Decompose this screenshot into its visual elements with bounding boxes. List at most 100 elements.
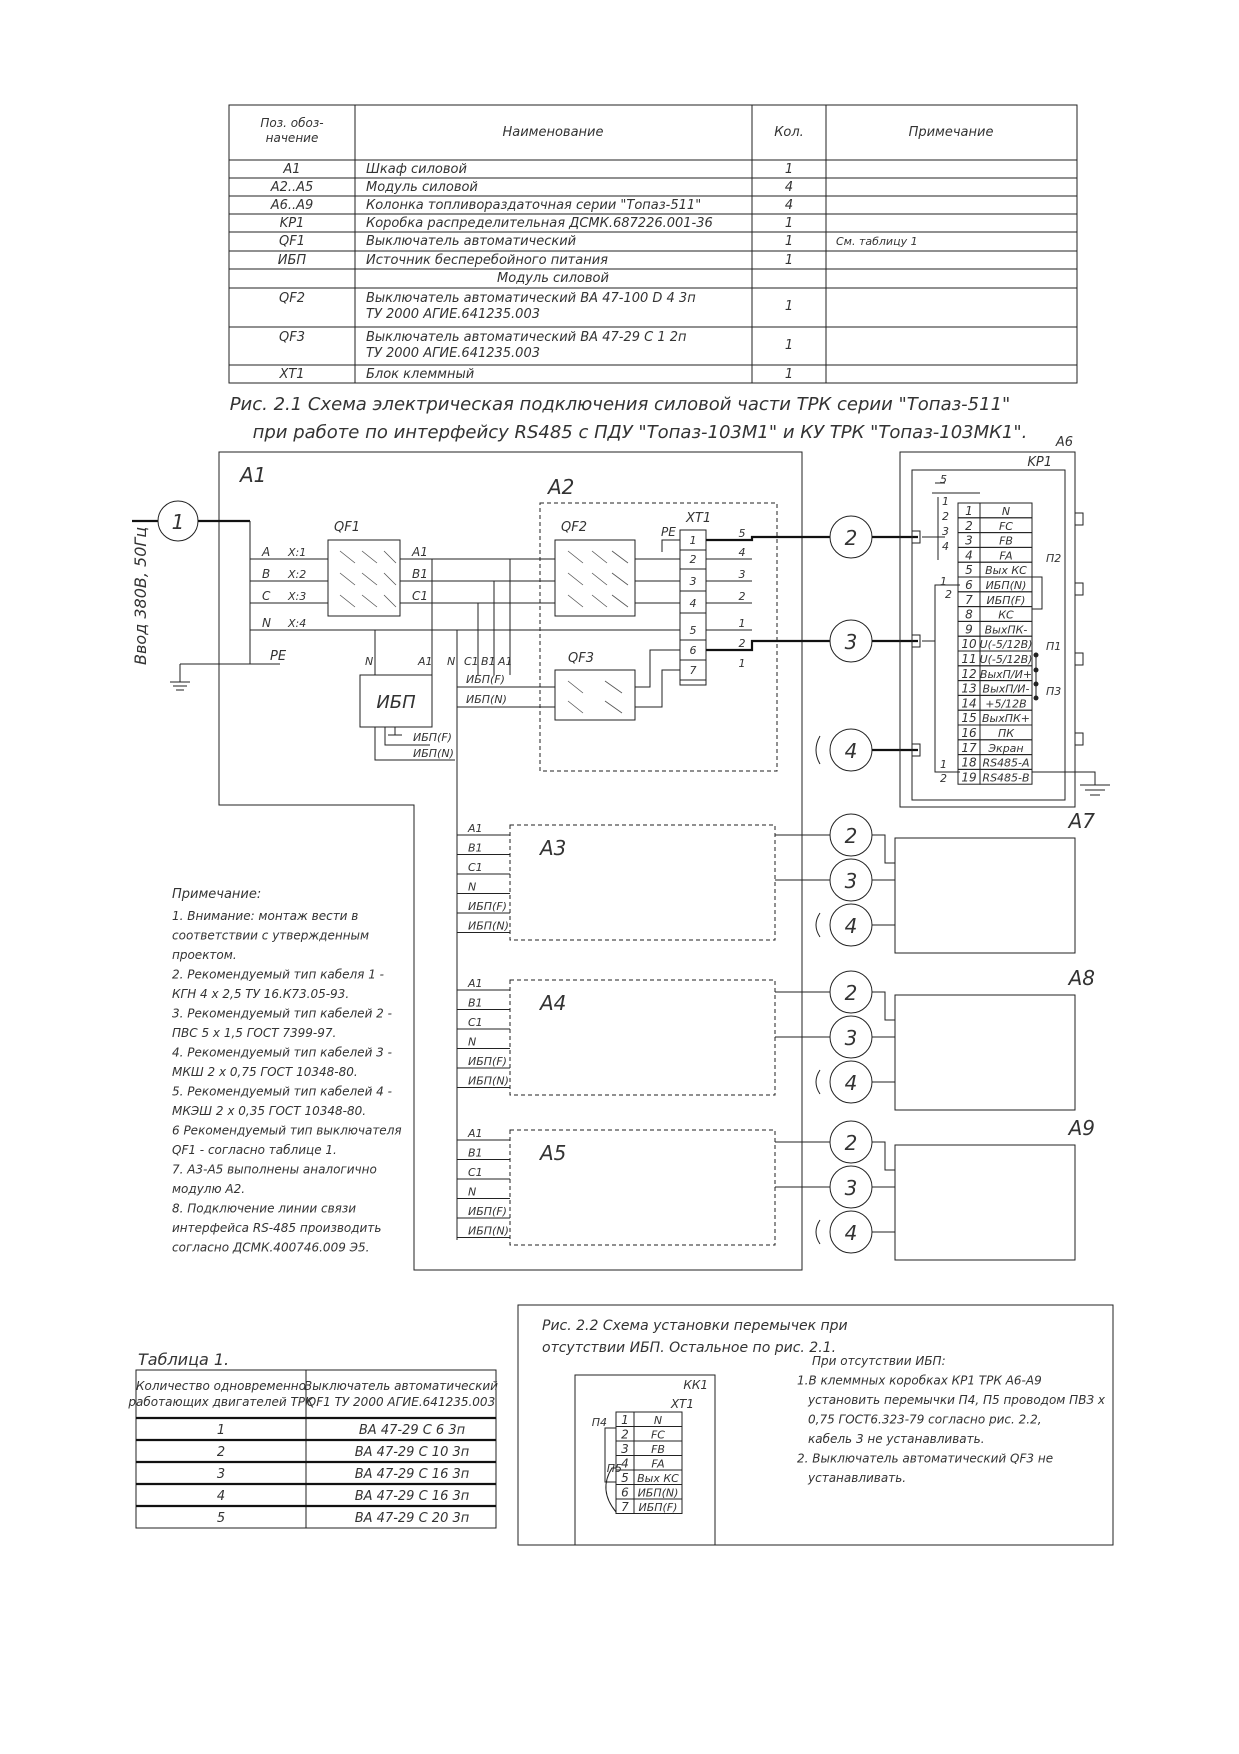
jumper-p3: П3 bbox=[1046, 685, 1061, 698]
kp1-left-5: 5 bbox=[940, 473, 947, 486]
spec-row-name2: ТУ 2000 АГИЕ.641235.003 bbox=[366, 346, 540, 361]
kp1-left-c2: 2 bbox=[940, 772, 947, 785]
kp1-row-signal: ВыхПК- bbox=[985, 623, 1028, 636]
spec-row-note: См. таблицу 1 bbox=[836, 235, 918, 248]
module-input-label: C1 bbox=[468, 1166, 483, 1179]
spec-row-qty: 4 bbox=[785, 180, 793, 195]
module-input-label: B1 bbox=[468, 1147, 483, 1160]
table1-h2-l1: Выключатель автоматический bbox=[304, 1379, 498, 1393]
kp1-row-signal: ИБП(N) bbox=[986, 579, 1027, 592]
kp1-row-num: 11 bbox=[961, 652, 976, 666]
spec-row-pos: QF2 bbox=[279, 291, 305, 306]
cable-marker-label: 2 bbox=[845, 1131, 858, 1155]
fig1-caption-line1: Рис. 2.1 Схема электрическая подключения… bbox=[230, 394, 1011, 415]
kp1-left-2: 2 bbox=[942, 510, 949, 523]
kp1-left-c1: 1 bbox=[940, 758, 947, 771]
note-line: КГН 4 x 2,5 ТУ 16.К73.05-93. bbox=[172, 987, 349, 1001]
ups-out-f: ИБП(F) bbox=[413, 731, 452, 744]
cable-marker-label: 4 bbox=[845, 914, 858, 938]
column-label: A9 bbox=[1067, 1116, 1095, 1140]
spec-row-qty: 1 bbox=[785, 234, 793, 249]
spec-row-qty: 4 bbox=[785, 198, 793, 213]
spec-row-qty: 1 bbox=[785, 338, 793, 353]
note-line: 4. Рекомендуемый тип кабелей 3 - bbox=[172, 1046, 392, 1060]
note-line: 1. Внимание: монтаж вести в bbox=[172, 909, 358, 923]
xt1-block bbox=[679, 529, 707, 686]
kp1-row-signal: ВыхПК+ bbox=[982, 712, 1030, 725]
kp1-row-signal: Вых КС bbox=[985, 564, 1027, 577]
note-line: модулю А2. bbox=[172, 1182, 245, 1196]
table1-h1-l1: Количество одновременно bbox=[136, 1379, 306, 1393]
kp1-row-num: 16 bbox=[961, 726, 977, 740]
fig2-caption-1: Рис. 2.2 Схема установки перемычек при bbox=[542, 1318, 848, 1334]
xt1-terminal: 7 bbox=[690, 664, 697, 677]
cable-1-label: 1 bbox=[172, 510, 185, 534]
spec-row-name: Колонка топливораздаточная серии "Топаз-… bbox=[366, 198, 701, 213]
mod-b1-label: B1 bbox=[481, 655, 496, 668]
spec-header-note: Примечание bbox=[909, 125, 994, 140]
phase-c: C bbox=[262, 589, 271, 603]
kp1-row-num: 3 bbox=[965, 534, 973, 548]
spec-header-pos-1: Поз. обоз- bbox=[260, 116, 323, 130]
cable-marker-label: 3 bbox=[845, 1176, 858, 1200]
a1-cabinet bbox=[218, 451, 803, 1271]
xt1-out-num: 1 bbox=[739, 617, 746, 630]
fig2-caption-2: отсутствии ИБП. Остальное по рис. 2.1. bbox=[542, 1340, 836, 1356]
fig2-row-signal: FA bbox=[651, 1458, 664, 1471]
cable-marker bbox=[829, 858, 873, 902]
kp1-left-b2: 2 bbox=[945, 588, 952, 601]
kp1-left-3: 3 bbox=[942, 525, 949, 538]
fig2-row-signal: ИБП(F) bbox=[639, 1501, 678, 1514]
ups-out-n: ИБП(N) bbox=[413, 747, 454, 760]
module-input-label: B1 bbox=[468, 997, 483, 1010]
kp1-row-num: 13 bbox=[961, 682, 976, 696]
jumper-p1: П1 bbox=[1046, 640, 1061, 653]
module-label: A3 bbox=[538, 836, 566, 860]
spec-table: Поз. обоз- начение Наименование Кол. При… bbox=[228, 104, 1078, 384]
table1-h2-l2: QF1 ТУ 2000 АГИЕ.641235.003 bbox=[307, 1395, 495, 1409]
ups-a1-label: A1 bbox=[417, 655, 433, 668]
ups-n-label: N bbox=[365, 655, 373, 668]
table1-h1-l2: работающих двигателей ТРК bbox=[127, 1395, 314, 1409]
note-line: 3. Рекомендуемый тип кабелей 2 - bbox=[172, 1007, 392, 1021]
xt1-terminal: 4 bbox=[690, 597, 697, 610]
module-input-label: ИБП(N) bbox=[468, 920, 509, 933]
table1-row-v: ВА 47-29 С 10 3п bbox=[355, 1445, 470, 1460]
spec-row-pos: XT1 bbox=[278, 367, 304, 382]
table1-row-v: ВА 47-29 С 20 3п bbox=[355, 1511, 470, 1526]
phase-lines bbox=[250, 558, 520, 631]
kp1-row-signal: FA bbox=[999, 549, 1012, 562]
module-input-label: A1 bbox=[467, 1127, 483, 1140]
module-input-label: N bbox=[468, 1186, 476, 1199]
kp1-row-signal: FB bbox=[999, 535, 1013, 548]
fig2-row-signal: FC bbox=[651, 1429, 665, 1442]
column-label: A8 bbox=[1067, 966, 1095, 990]
table1-title: Таблица 1. bbox=[138, 1350, 229, 1369]
fig2-text-line: устанавливать. bbox=[807, 1471, 906, 1485]
spec-row-name: Шкаф силовой bbox=[366, 162, 467, 177]
kp1-row-num: 8 bbox=[965, 608, 973, 622]
fig2-row-signal: N bbox=[654, 1414, 662, 1427]
fig2-row-num: 1 bbox=[621, 1413, 629, 1427]
a2-module bbox=[539, 502, 778, 772]
spec-row-pos: QF3 bbox=[279, 330, 305, 345]
spec-row-qty: 1 bbox=[785, 367, 793, 382]
spec-row-pos: KP1 bbox=[280, 216, 305, 231]
qf3-label: QF3 bbox=[568, 651, 594, 666]
fig2-jumper-p4: П4 bbox=[592, 1416, 607, 1429]
module-a3 bbox=[509, 824, 776, 941]
spec-row-name: Модуль силовой bbox=[366, 180, 478, 195]
cable-4-label: 4 bbox=[845, 739, 858, 763]
fig2-row-num: 4 bbox=[621, 1457, 629, 1471]
kp1-row-num: 18 bbox=[961, 756, 977, 770]
xt1-terminal: 3 bbox=[690, 575, 697, 588]
cable-3-label: 3 bbox=[845, 630, 858, 654]
spec-row-name: Выключатель автоматический ВА 47-100 D 4… bbox=[366, 291, 696, 306]
note-line: интерфейса RS-485 производить bbox=[172, 1221, 381, 1235]
kp1-row-signal: КС bbox=[998, 609, 1014, 622]
table1-row-n: 5 bbox=[217, 1511, 225, 1526]
kp1-row-signal: ВыхП/И- bbox=[983, 683, 1030, 696]
kp1-row-signal: FC bbox=[999, 520, 1013, 533]
fig2-text-line: 1.В клеммных коробках КР1 ТРК А6-А9 bbox=[797, 1374, 1042, 1388]
kp1-label: KP1 bbox=[1027, 455, 1052, 470]
